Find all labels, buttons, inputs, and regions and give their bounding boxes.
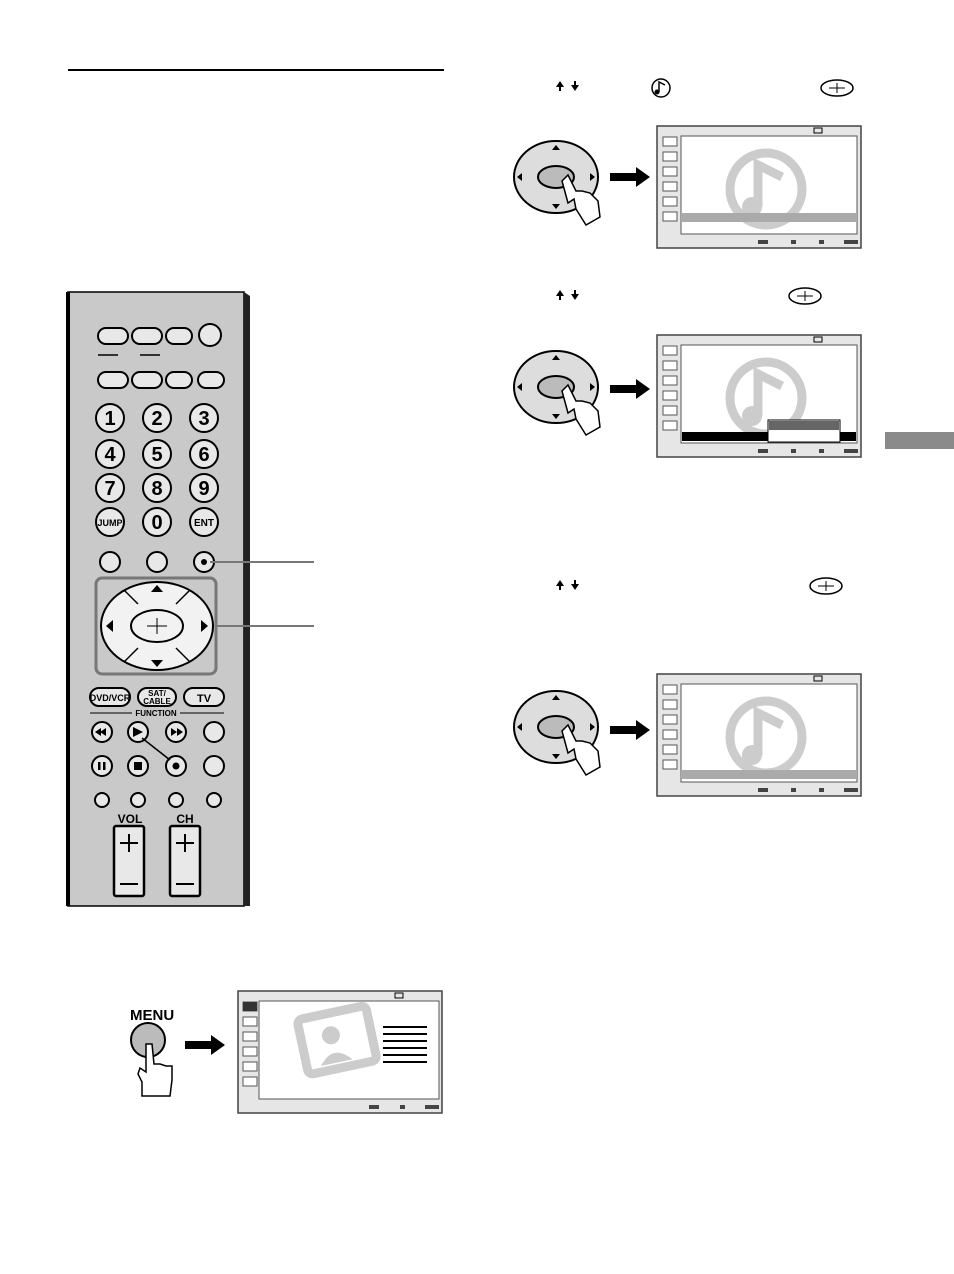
key-ent[interactable]: ENT — [194, 518, 214, 529]
up-down-arrows-icon — [556, 81, 579, 91]
vol-label: VOL — [118, 812, 143, 826]
key-7[interactable]: 7 — [104, 478, 115, 500]
side-tab — [885, 432, 954, 449]
dpad-press-step3 — [513, 350, 601, 437]
key-9[interactable]: 9 — [198, 478, 209, 500]
key-6[interactable]: 6 — [198, 444, 209, 466]
menu-button-label: MENU — [130, 1007, 175, 1024]
tv-screen-audio-result — [656, 673, 862, 797]
enter-button-icon — [788, 287, 822, 305]
picture-menu-icon — [293, 1001, 381, 1079]
callout-line-menu — [210, 561, 314, 563]
key-5[interactable]: 5 — [151, 444, 162, 466]
up-down-arrows-icon — [556, 290, 579, 300]
tv-screen-picture-menu — [237, 990, 443, 1114]
function-label: FUNCTION — [135, 709, 177, 718]
up-down-arrows-icon — [556, 580, 579, 590]
dpad-press-step4 — [513, 690, 601, 777]
right-arrow-icon — [185, 1035, 225, 1055]
audio-note-icon — [651, 78, 671, 98]
key-1[interactable]: 1 — [104, 408, 115, 430]
tv-screen-audio-menu — [656, 125, 862, 249]
header-rule — [68, 69, 444, 71]
key-0[interactable]: 0 — [151, 512, 162, 534]
right-arrow-icon — [610, 167, 650, 187]
tv-button[interactable]: TV — [197, 693, 212, 705]
sat-cable-button-line1[interactable]: SAT/ — [148, 689, 166, 698]
callout-line-dpad — [216, 625, 314, 627]
enter-button-icon — [809, 577, 843, 595]
right-arrow-icon — [610, 379, 650, 399]
key-jump[interactable]: JUMP — [97, 518, 122, 528]
tv-screen-audio-submenu — [656, 334, 862, 458]
dvd-vcr-button[interactable]: DVD/VCR — [90, 693, 131, 703]
right-arrow-icon — [610, 720, 650, 740]
remote-control: 1 2 3 4 5 6 7 8 9 0 JUMP ENT DVD/VCR SAT… — [66, 291, 250, 907]
menu-button-press — [130, 1022, 173, 1097]
enter-button-icon — [820, 79, 854, 97]
key-3[interactable]: 3 — [198, 408, 209, 430]
key-4[interactable]: 4 — [104, 444, 116, 466]
ch-label: CH — [176, 812, 193, 826]
pointing-hand-icon — [137, 1043, 173, 1097]
dpad-press-step2 — [513, 140, 601, 227]
sat-cable-button-line2[interactable]: CABLE — [143, 697, 171, 706]
key-8[interactable]: 8 — [151, 478, 162, 500]
key-2[interactable]: 2 — [151, 408, 162, 430]
